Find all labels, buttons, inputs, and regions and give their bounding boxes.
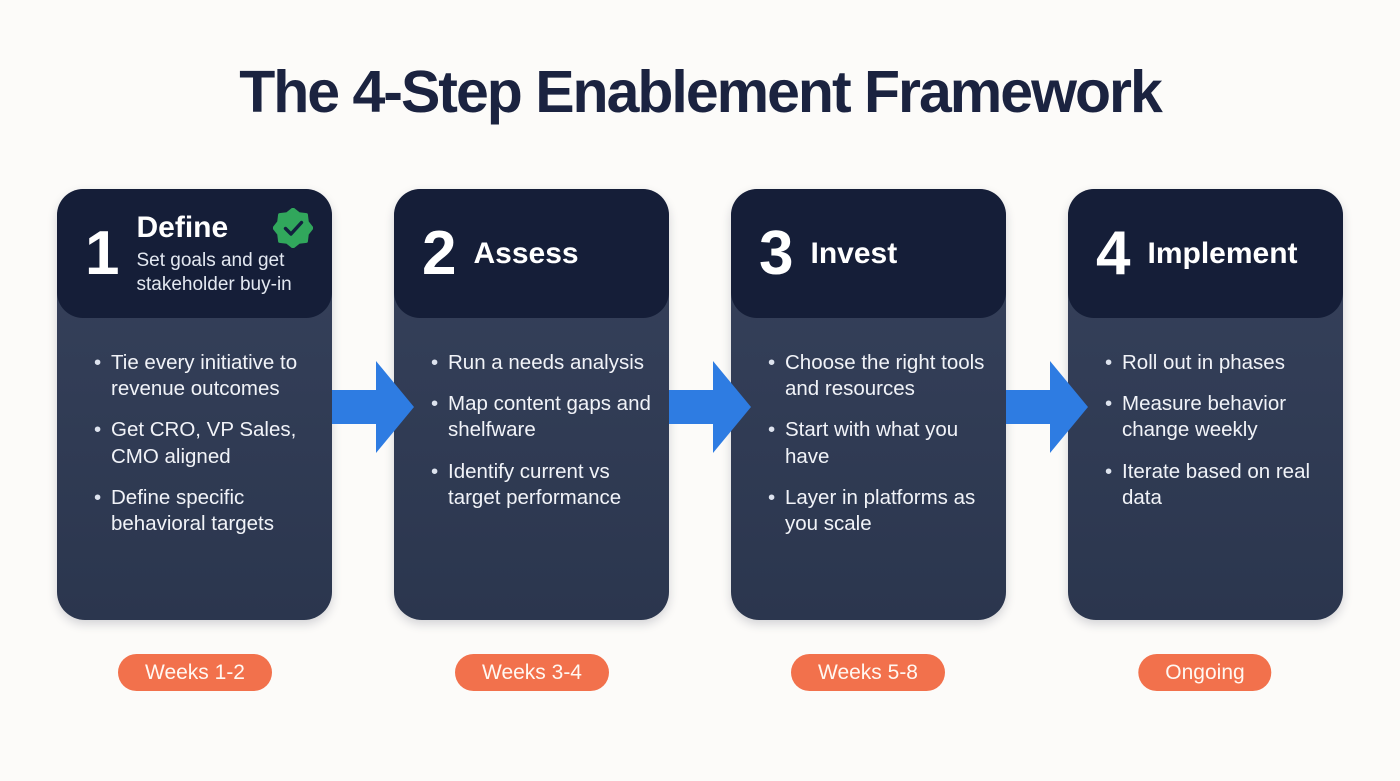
- step-bullet-list: Tie every initiative to revenue outcomes…: [57, 350, 332, 537]
- step-bullet: Tie every initiative to revenue outcomes: [94, 350, 314, 402]
- step-number: 1: [85, 218, 120, 288]
- step-bullet: Iterate based on real data: [1105, 459, 1325, 511]
- step-card-assess: 2 Assess Run a needs analysis Map conten…: [394, 189, 669, 620]
- step-bullet: Layer in platforms as you scale: [768, 485, 988, 537]
- step-number: 3: [759, 218, 794, 288]
- step-card-implement: 4 Implement Roll out in phases Measure b…: [1068, 189, 1343, 620]
- step-card-header: 4 Implement: [1068, 189, 1343, 318]
- step-bullet-list: Roll out in phases Measure behavior chan…: [1068, 350, 1343, 511]
- timeline-badge: Weeks 5-8: [791, 654, 945, 691]
- step-bullet: Identify current vs target performance: [431, 459, 651, 511]
- step-bullet: Roll out in phases: [1105, 350, 1325, 376]
- step-bullet: Measure behavior change weekly: [1105, 391, 1325, 443]
- step-title: Invest: [810, 237, 898, 270]
- step-card-define: 1 Define Set goals and get stakeholder b…: [57, 189, 332, 620]
- step-subtitle: Set goals and get stakeholder buy-in: [136, 250, 292, 295]
- verified-check-icon: [272, 207, 314, 249]
- step-title: Implement: [1147, 237, 1298, 270]
- step-bullet-list: Choose the right tools and resources Sta…: [731, 350, 1006, 537]
- step-title: Define: [136, 211, 229, 245]
- step-card-header: 1 Define Set goals and get stakeholder b…: [57, 189, 332, 318]
- timeline-badge: Weeks 3-4: [455, 654, 609, 691]
- step-title: Assess: [473, 237, 579, 270]
- step-card-invest: 3 Invest Choose the right tools and reso…: [731, 189, 1006, 620]
- step-bullet: Start with what you have: [768, 417, 988, 469]
- page-title: The 4-Step Enablement Framework: [239, 59, 1163, 125]
- step-bullet-list: Run a needs analysis Map content gaps an…: [394, 350, 669, 511]
- step-bullet: Get CRO, VP Sales, CMO aligned: [94, 417, 314, 469]
- step-number: 2: [422, 218, 457, 288]
- arrow-right-icon: [1006, 361, 1088, 453]
- arrow-right-icon: [332, 361, 414, 453]
- timeline-badge: Weeks 1-2: [118, 654, 272, 691]
- step-card-header: 3 Invest: [731, 189, 1006, 318]
- step-number: 4: [1096, 218, 1131, 288]
- arrow-right-icon: [669, 361, 751, 453]
- step-card-header: 2 Assess: [394, 189, 669, 318]
- step-bullet: Run a needs analysis: [431, 350, 651, 376]
- step-bullet: Map content gaps and shelfware: [431, 391, 651, 443]
- step-bullet: Define specific behavioral targets: [94, 485, 314, 537]
- timeline-badge: Ongoing: [1138, 654, 1272, 691]
- step-bullet: Choose the right tools and resources: [768, 350, 988, 402]
